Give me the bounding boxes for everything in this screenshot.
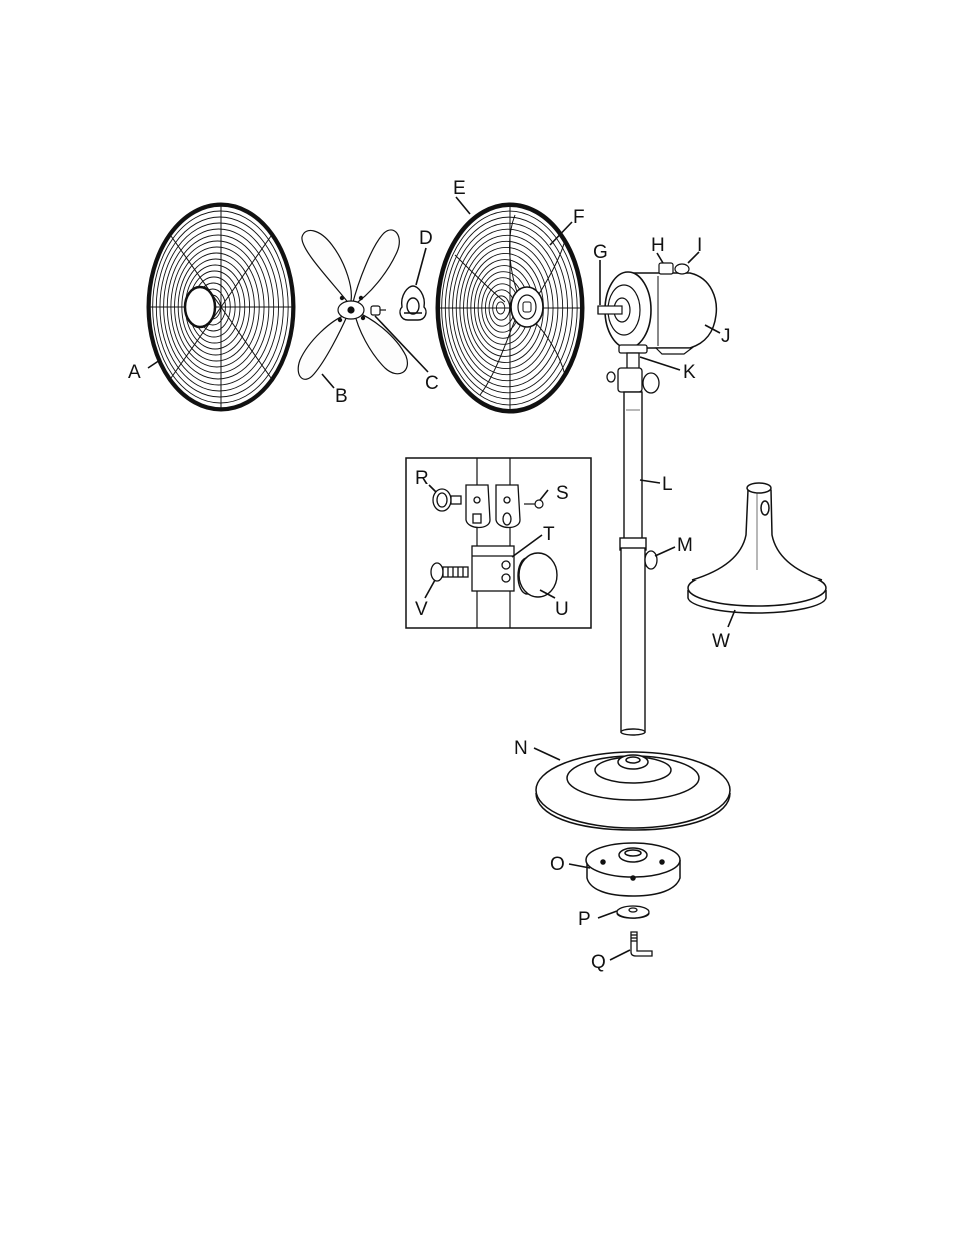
part-label-w: W	[712, 631, 730, 652]
part-label-m: M	[677, 535, 693, 556]
part-label-p: P	[578, 909, 591, 930]
part-label-q: Q	[591, 952, 606, 973]
inner-pole-icon	[624, 392, 642, 540]
part-label-i: I	[697, 235, 702, 256]
part-label-k: K	[683, 362, 696, 383]
part-label-j: J	[721, 326, 731, 347]
leader-b	[322, 374, 334, 388]
leader-l	[640, 480, 660, 483]
oscillation-knob-icon	[659, 263, 673, 274]
height-knob-icon	[645, 551, 657, 569]
leader-n	[534, 748, 560, 760]
front-grill-icon	[436, 203, 584, 413]
motor-housing-icon	[598, 263, 716, 354]
part-label-n: N	[514, 738, 528, 759]
fan-blade-icon	[298, 230, 407, 379]
leader-p	[598, 911, 617, 918]
part-label-l: L	[662, 474, 673, 495]
part-label-a: A	[128, 362, 141, 383]
part-label-f: F	[573, 207, 585, 228]
leader-e	[456, 197, 470, 214]
part-label-v: V	[415, 599, 428, 620]
tilt-bracket-icon	[607, 345, 659, 393]
clamp-block-icon	[472, 546, 514, 591]
speed-control-icon	[675, 264, 689, 274]
part-label-b: B	[335, 386, 348, 407]
leader-d	[416, 248, 426, 285]
part-label-o: O	[550, 854, 565, 875]
clamp-knob-icon	[518, 553, 557, 597]
part-label-u: U	[555, 599, 569, 620]
spinner-cap-icon	[400, 286, 426, 320]
leader-m	[655, 547, 675, 556]
part-label-c: C	[425, 373, 439, 394]
table-base-icon	[688, 483, 826, 613]
grill-badge-icon	[511, 287, 543, 327]
base-plate-icon	[536, 752, 730, 830]
outer-pole-icon	[620, 538, 646, 735]
leader-a	[148, 360, 160, 368]
washer-icon	[617, 906, 649, 918]
leader-k	[640, 357, 680, 370]
part-label-h: H	[651, 235, 665, 256]
part-label-s: S	[556, 483, 569, 504]
base-weight-icon	[586, 843, 680, 896]
blade-screw-icon	[371, 306, 386, 315]
rear-grill-icon	[147, 203, 295, 411]
hex-key-icon	[631, 932, 652, 956]
part-label-e: E	[453, 178, 466, 199]
part-label-d: D	[419, 228, 433, 249]
leader-q	[610, 950, 630, 960]
part-label-g: G	[593, 242, 608, 263]
part-label-r: R	[415, 468, 429, 489]
motor-shaft-icon	[598, 306, 622, 314]
part-label-t: T	[543, 524, 555, 545]
